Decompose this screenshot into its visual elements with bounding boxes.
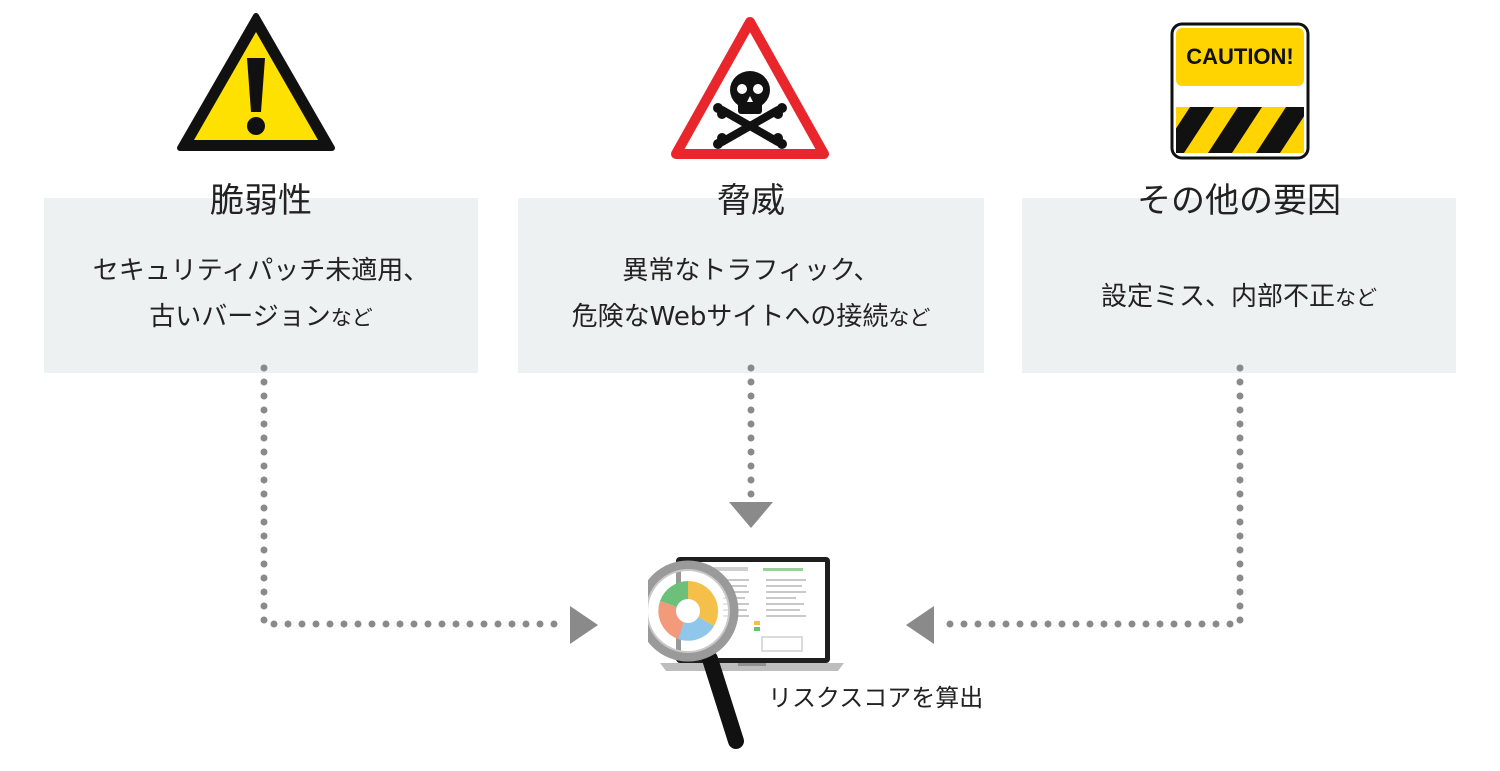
right-connector bbox=[944, 364, 1244, 628]
vulnerability-title: 脆弱性 bbox=[210, 181, 312, 221]
caution-sign-icon: CAUTION! bbox=[1170, 22, 1310, 160]
threat-box bbox=[518, 198, 984, 373]
caution-text: CAUTION! bbox=[1186, 44, 1294, 69]
skull-crossbones-icon bbox=[671, 17, 829, 159]
vulnerability-box bbox=[44, 198, 478, 373]
other-factors-box bbox=[1022, 198, 1456, 373]
vulnerability-text: セキュリティパッチ未適用、 古いバージョンなど bbox=[44, 248, 478, 341]
other-factors-title: その他の要因 bbox=[1137, 181, 1341, 221]
other-factors-line-1-text: 設定ミス、内部不正 bbox=[1100, 282, 1335, 312]
vulnerability-line-2-text: 古いバージョン bbox=[149, 302, 331, 332]
vulnerability-line-2: 古いバージョンなど bbox=[44, 294, 478, 341]
threat-line-2-text: 危険なWebサイトへの接続 bbox=[571, 302, 889, 332]
threat-text: 異常なトラフィック、 危険なWebサイトへの接続など bbox=[518, 248, 984, 341]
result-label: リスクスコアを算出 bbox=[768, 684, 984, 712]
other-factors-line-1: 設定ミス、内部不正など bbox=[1022, 274, 1456, 321]
other-factors-text: 設定ミス、内部不正など bbox=[1022, 274, 1456, 321]
other-factors-suffix: など bbox=[1335, 286, 1377, 310]
warning-triangle-icon bbox=[177, 13, 335, 151]
vulnerability-line-1: セキュリティパッチ未適用、 bbox=[92, 256, 430, 286]
left-connector bbox=[260, 364, 564, 628]
threat-suffix: など bbox=[888, 306, 931, 330]
threat-title: 脅威 bbox=[717, 181, 785, 221]
right-arrow-head-icon bbox=[906, 606, 934, 644]
threat-line-1: 異常なトラフィック、 bbox=[622, 256, 880, 286]
laptop-magnifier-icon bbox=[648, 557, 844, 749]
threat-line-2: 危険なWebサイトへの接続など bbox=[518, 294, 984, 341]
center-arrow-head-icon bbox=[729, 502, 773, 528]
left-arrow-head-icon bbox=[570, 606, 598, 644]
vulnerability-suffix: など bbox=[330, 306, 373, 330]
